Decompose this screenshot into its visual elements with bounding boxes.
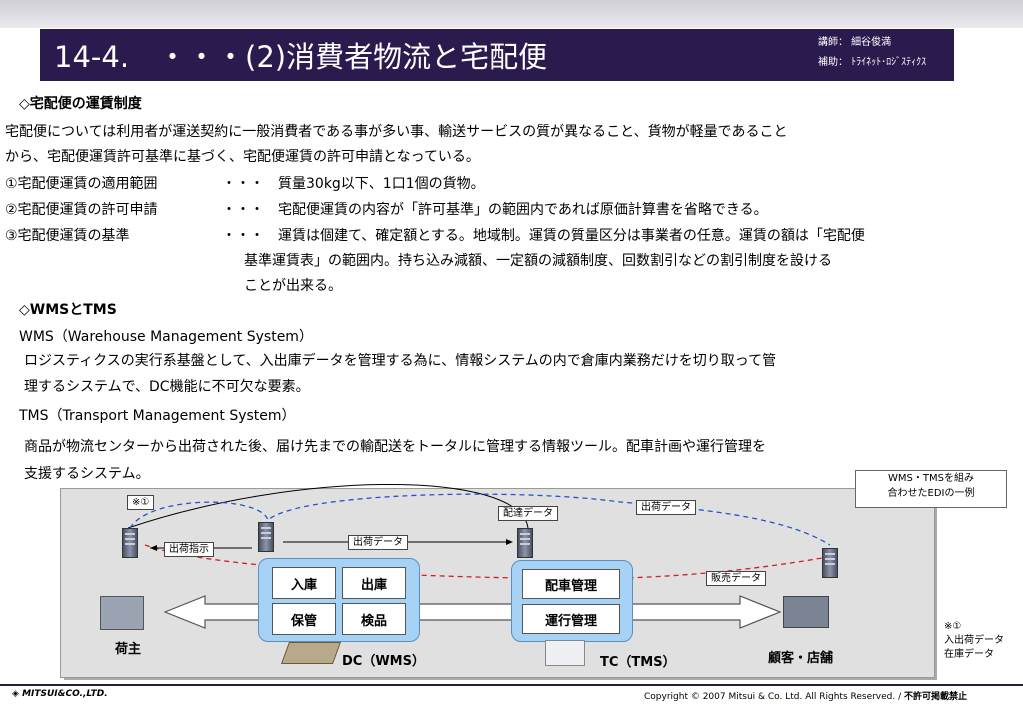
section-heading-wms-tms: ◇WMSとTMS (19, 302, 117, 318)
tag-ship-data-2: 出荷データ (636, 500, 696, 515)
item-3-text-2: 基準運賃表」の範囲内。持ち込み減額、一定額の減額制度、回数割引などの割引制度を設… (244, 253, 832, 269)
caption-line-2: 合わせたEDIの一例 (887, 488, 975, 499)
truck-icon (545, 640, 585, 666)
dc-box-storage: 保管 (272, 603, 336, 635)
tc-label: TC（TMS） (600, 655, 676, 670)
side-note-mark: ※① (944, 621, 962, 632)
customer-server-icon (822, 548, 838, 578)
tag-sales-data: 販売データ (706, 571, 766, 586)
bottom-bar (0, 684, 1023, 686)
intro-line-2: から、宅配便運賃許可基準に基づく、宅配便運賃の許可申請となっている。 (5, 149, 480, 165)
tms-line-1: 商品が物流センターから出荷された後、届け先までの輸配送をトータルに管理する情報ツ… (24, 439, 766, 455)
lecturer-label: 講師： 細谷俊満 (818, 37, 892, 48)
shipper-label: 荷主 (115, 642, 142, 657)
assistant-label: 補助： ﾄﾗｲﾈｯﾄ･ﾛｼﾞｽﾃｨｸｽ (818, 57, 927, 68)
dc-box-shipping: 出庫 (342, 567, 406, 599)
caption-line-1: WMS・TMSを組み (888, 473, 974, 484)
side-note-stock: 在庫データ (944, 649, 994, 660)
dc-box-inspection: 検品 (342, 603, 406, 635)
item-3-text-1: ・・・ 運賃は個建て、確定額とする。地域制。運賃の質量区分は事業者の任意。運賃の… (222, 228, 865, 244)
tag-ship-data-1: 出荷データ (348, 535, 408, 550)
dc-server-icon (258, 522, 274, 552)
tms-title: TMS（Transport Management System） (19, 408, 296, 424)
shipper-building-icon (100, 596, 144, 630)
shipper-server-icon (122, 528, 138, 558)
item-3-text-3: ことが出来る。 (244, 278, 342, 294)
tag-delivery-data: 配達データ (498, 506, 558, 521)
side-note-io: 入出荷データ (944, 635, 1004, 646)
item-3-label: ③宅配便運賃の基準 (5, 228, 130, 244)
company-logo: ◈ MITSUI&CO.,LTD. (12, 689, 108, 699)
top-bar (0, 0, 1023, 28)
intro-line-1: 宅配便については利用者が運送契約に一般消費者である事が多い事、輸送サービスの質が… (5, 124, 788, 140)
tag-ship-instruction: 出荷指示 (164, 542, 214, 557)
tc-server-icon (517, 528, 533, 558)
customer-label: 顧客・店舗 (768, 651, 834, 666)
wms-line-1: ロジスティクスの実行系基盤として、入出庫データを管理する為に、情報システムの内で… (24, 353, 777, 369)
tc-box-dispatch: 配車管理 (522, 569, 620, 599)
tc-box-operation: 運行管理 (522, 604, 620, 634)
wms-title: WMS（Warehouse Management System） (19, 329, 313, 345)
copyright: Copyright © 2007 Mitsui & Co. Ltd. All R… (644, 689, 967, 702)
item-2-text: ・・・ 宅配便運賃の内容が「許可基準」の範囲内であれば原価計算書を省略できる。 (222, 202, 768, 218)
title-bar: 14-4. ・・・(2)消費者物流と宅配便 講師： 細谷俊満 補助： ﾄﾗｲﾈｯ… (40, 29, 954, 81)
store-icon (783, 596, 829, 628)
logo-diamond-icon: ◈ (12, 689, 23, 699)
item-1-label: ①宅配便運賃の適用範囲 (5, 176, 158, 192)
tag-note: ※① (127, 495, 155, 510)
warehouse-icon (280, 642, 342, 664)
edi-diagram (60, 488, 935, 678)
side-note: ※① 入出荷データ 在庫データ (944, 620, 1004, 662)
logo-text: MITSUI&CO.,LTD. (22, 689, 108, 699)
dc-box-receiving: 入庫 (272, 567, 336, 599)
copyright-notice: 不許可掲載禁止 (904, 692, 968, 702)
item-2-label: ②宅配便運賃の許可申請 (5, 202, 158, 218)
dc-label: DC（WMS） (342, 654, 425, 669)
wms-line-2: 理するシステムで、DC機能に不可欠な要素。 (24, 379, 310, 395)
tms-line-2: 支援するシステム。 (24, 466, 150, 482)
copyright-text: Copyright © 2007 Mitsui & Co. Ltd. All R… (644, 692, 904, 702)
page-title: 14-4. ・・・(2)消費者物流と宅配便 (54, 40, 548, 74)
section-heading-fare: ◇宅配便の運賃制度 (19, 96, 142, 112)
item-1-text: ・・・ 質量30kg以下、1口1個の貨物。 (222, 176, 485, 192)
instructor-info: 講師： 細谷俊満 補助： ﾄﾗｲﾈｯﾄ･ﾛｼﾞｽﾃｨｸｽ (818, 33, 926, 73)
diagram-caption: WMS・TMSを組み 合わせたEDIの一例 (855, 470, 1007, 508)
